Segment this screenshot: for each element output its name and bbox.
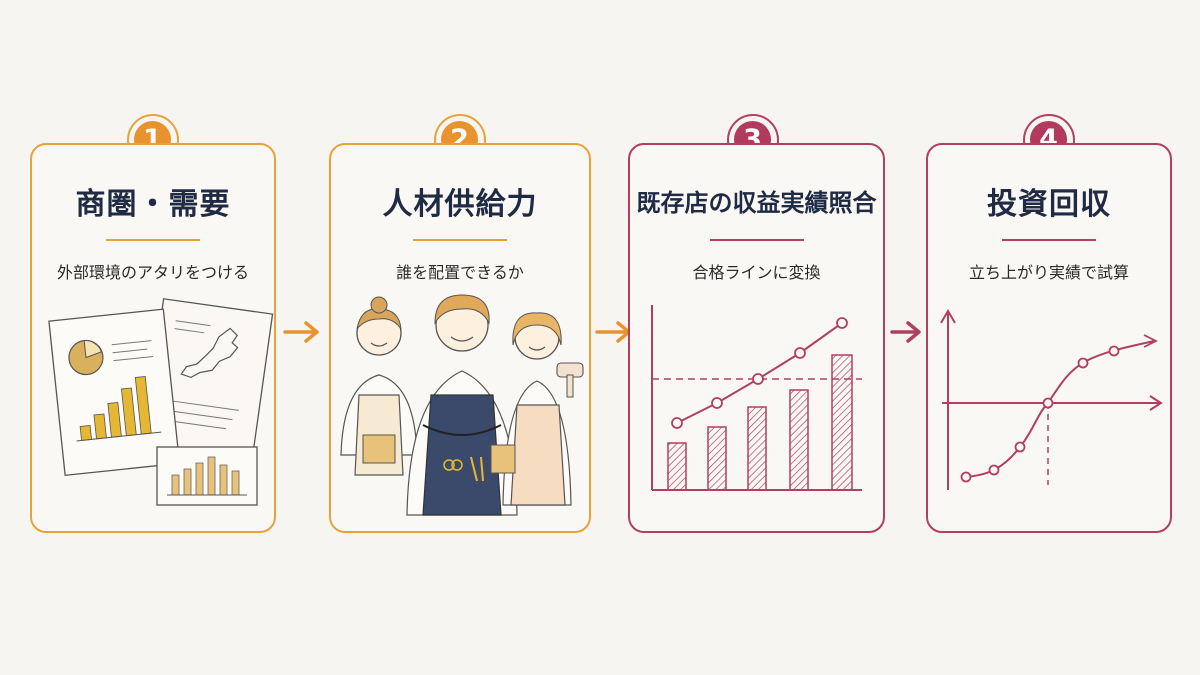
step-2-title: 人材供給力 xyxy=(382,187,538,222)
step-4-underline xyxy=(1002,239,1096,241)
step-4-card: 投資回収 立ち上がり実績で試算 xyxy=(926,143,1172,533)
market-documents-icon xyxy=(48,298,274,506)
step-1-underline xyxy=(106,239,200,241)
arrow-right-icon xyxy=(890,321,921,343)
step-2-card: 人材供給力 誰を配置できるか xyxy=(329,143,591,533)
step-2-underline xyxy=(413,239,507,241)
step-1-subtitle: 外部環境のアタリをつける xyxy=(56,263,249,282)
step-4-title: 投資回収 xyxy=(987,187,1111,222)
salon-staff-icon xyxy=(340,294,584,516)
step-2-subtitle: 誰を配置できるか xyxy=(396,263,524,282)
arrow-right-icon xyxy=(283,321,319,343)
step-3-card: 既存店の収益実績照合 合格ラインに変換 xyxy=(628,143,885,533)
step-3-underline xyxy=(709,239,804,241)
step-1-card: 商圏・需要 外部環境のアタリをつける xyxy=(30,143,276,533)
step-1-title: 商圏・需要 xyxy=(75,187,231,222)
threshold-bar-chart-icon xyxy=(651,305,862,491)
step-3-subtitle: 合格ラインに変換 xyxy=(692,263,821,282)
step-4-subtitle: 立ち上がり実績で試算 xyxy=(968,263,1129,282)
step-3-title: 既存店の収益実績照合 xyxy=(636,189,877,217)
payback-curve-icon xyxy=(940,309,1163,490)
